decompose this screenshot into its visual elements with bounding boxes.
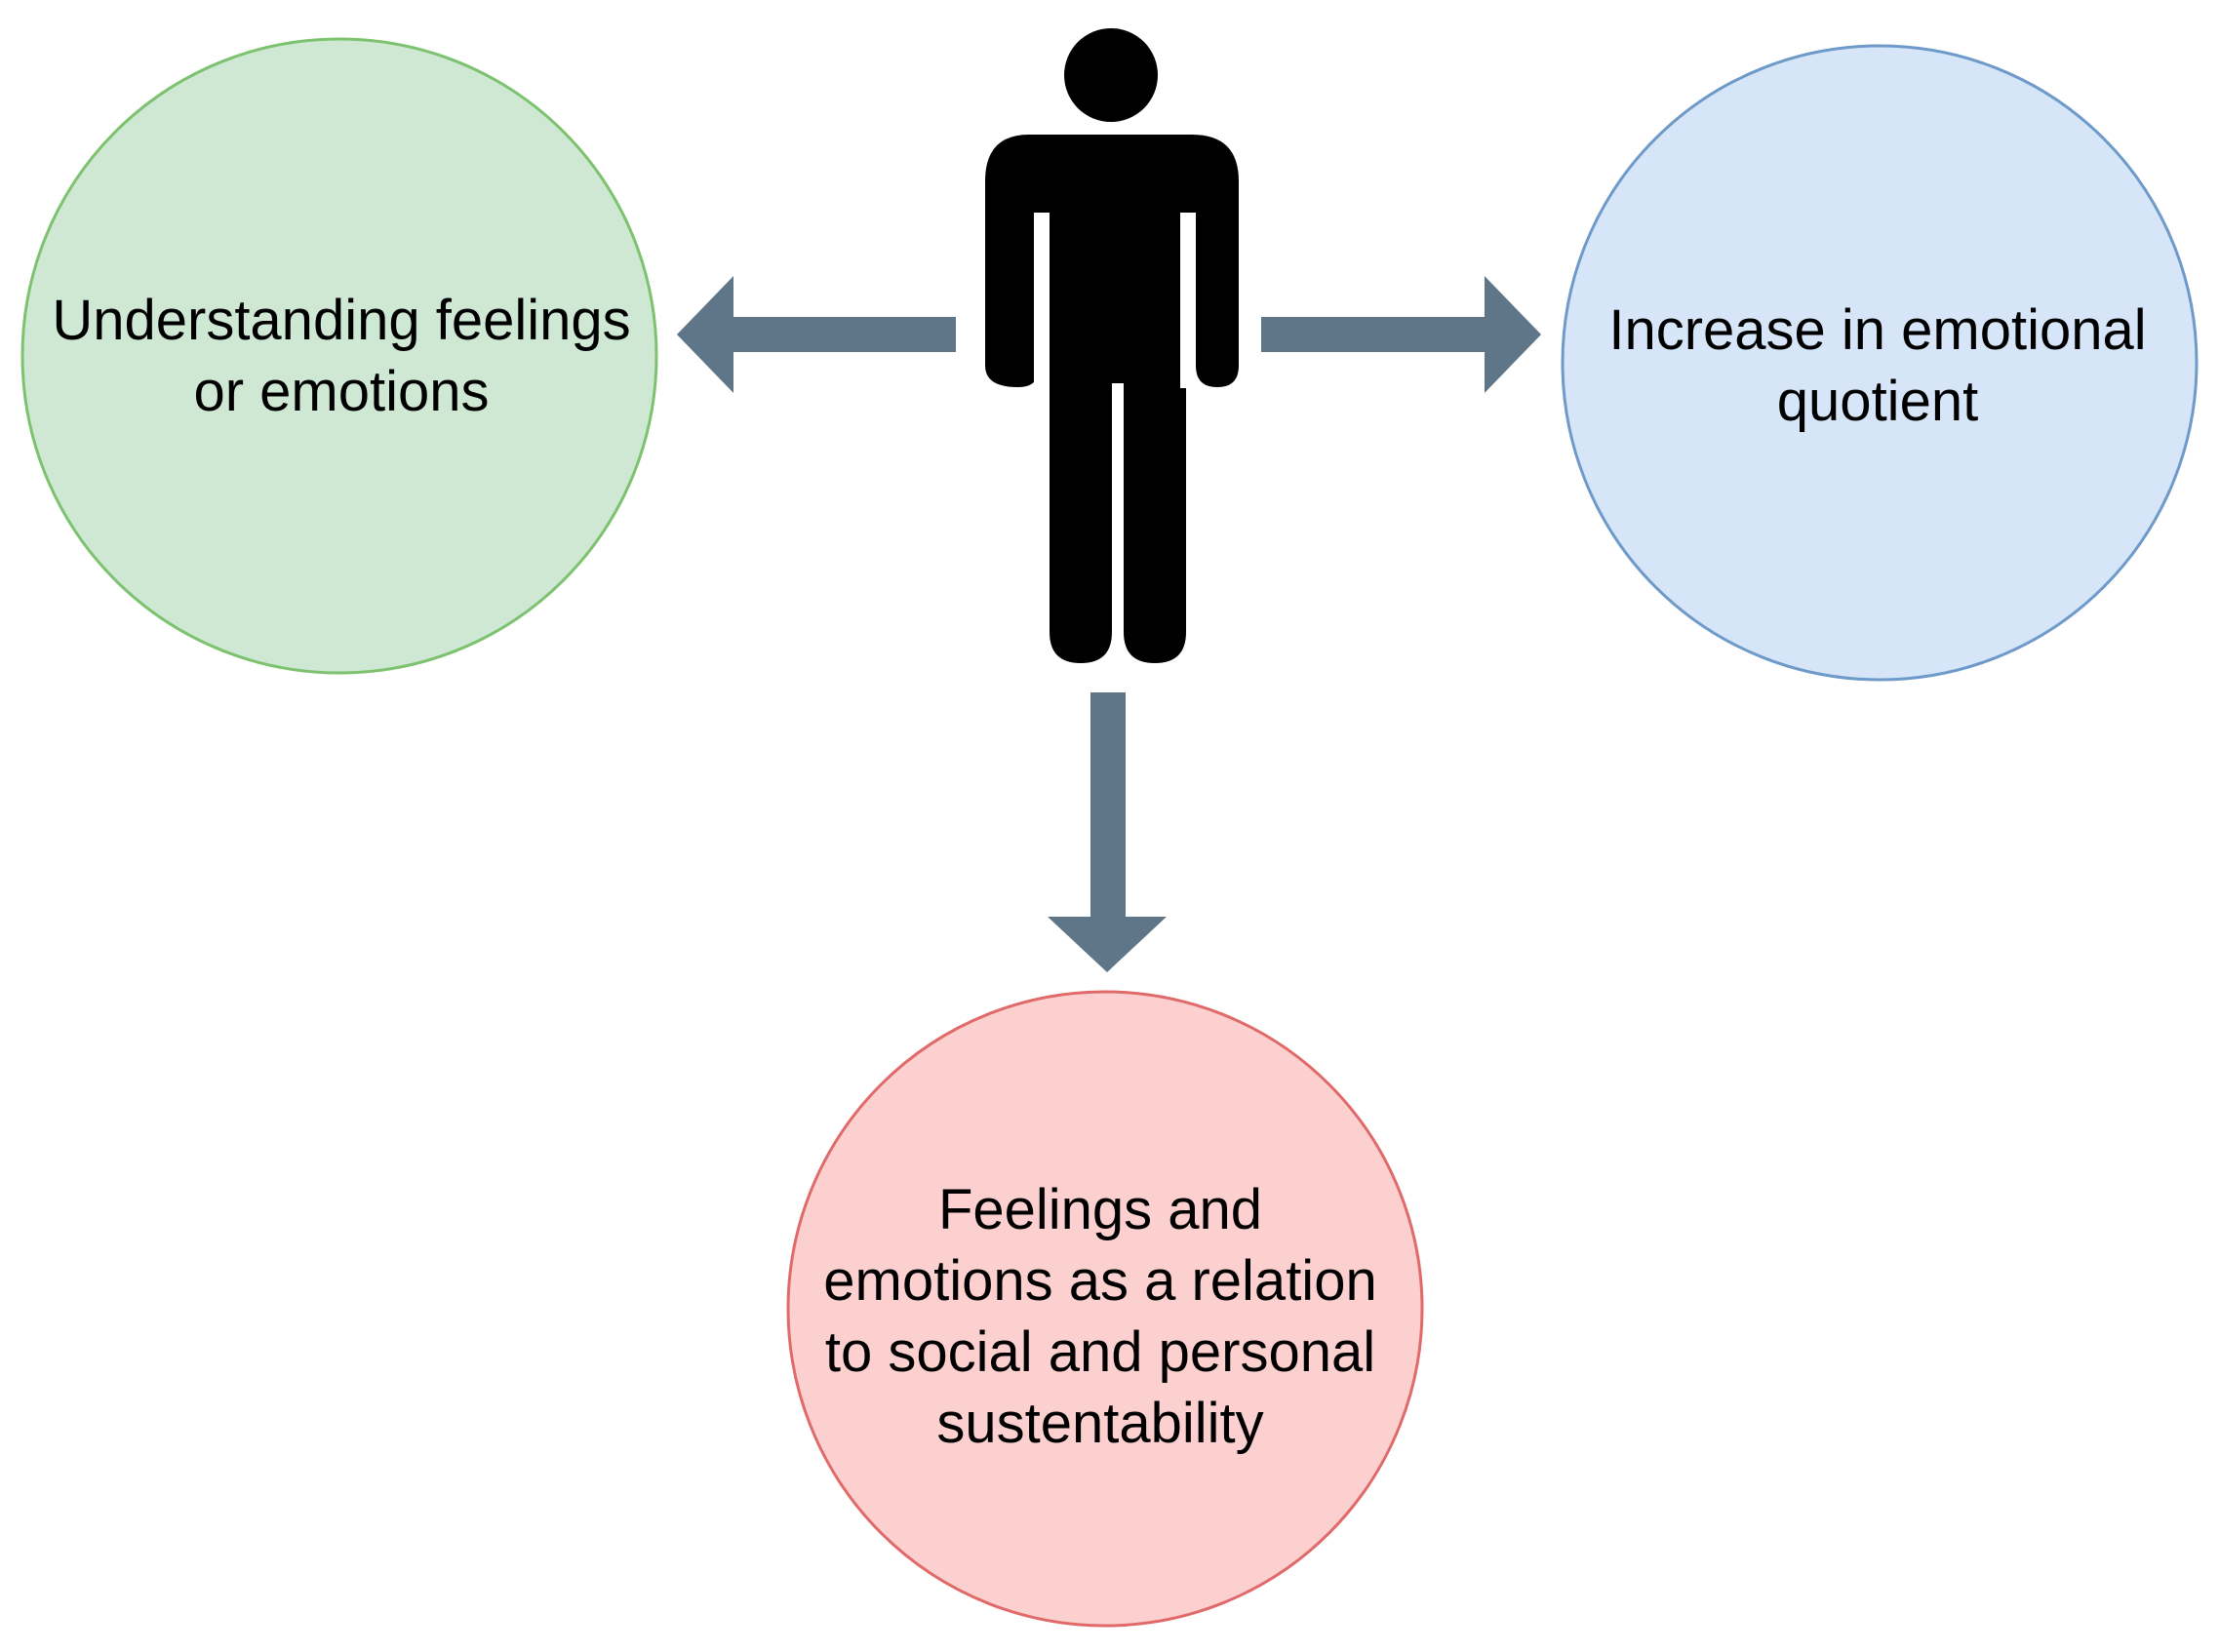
node-circle-emotional-quotient <box>1561 44 2199 682</box>
person-head <box>1064 28 1158 122</box>
arrow-down-icon <box>1048 692 1167 972</box>
standing-person-icon <box>985 28 1239 663</box>
arrow-left-icon <box>677 276 956 393</box>
person-arm-gap-right <box>1180 213 1186 388</box>
person-arm-gap-left <box>1034 213 1040 388</box>
node-label-emotional-quotient: Increase in emotional quotient <box>1608 298 2147 433</box>
arrow-right-icon <box>1261 276 1541 393</box>
node-label-sustentability: Feelings and emotions as a relation to s… <box>823 1178 1377 1455</box>
person-body <box>985 135 1239 663</box>
node-circle-sustentability <box>786 990 1424 1628</box>
node-circle-understanding <box>20 37 658 675</box>
node-label-understanding: Understanding feelings or emotions <box>52 289 631 423</box>
